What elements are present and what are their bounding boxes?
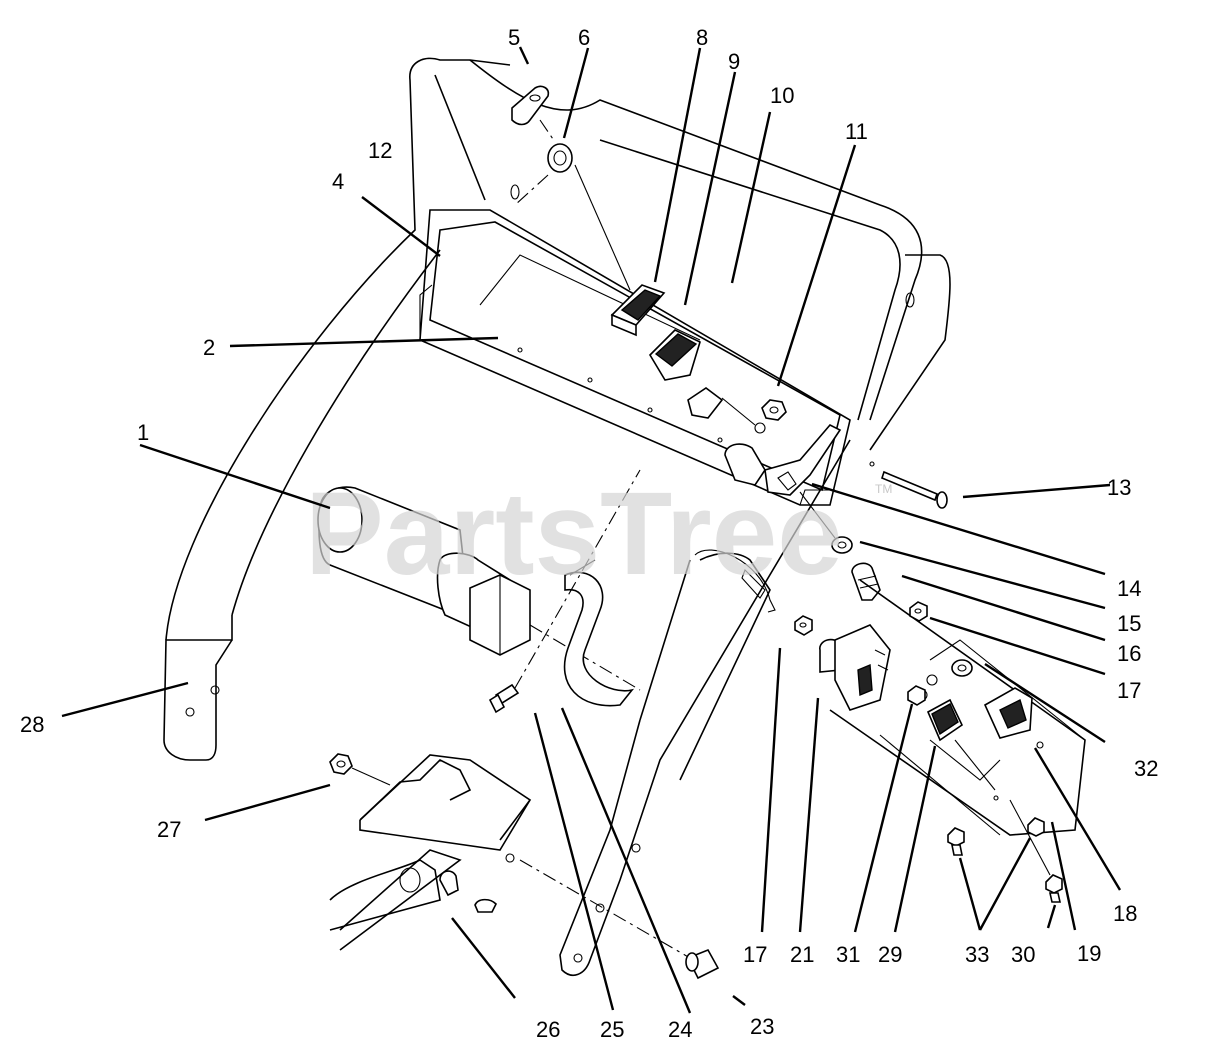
callout-30: 30	[1011, 942, 1035, 967]
panel-nut	[721, 397, 842, 496]
callout-15: 15	[1117, 611, 1141, 636]
screw	[488, 469, 641, 714]
callout-17-left: 17	[743, 942, 767, 967]
callout-16: 16	[1117, 641, 1141, 666]
watermark: PartsTree	[305, 468, 843, 600]
lower-hardware	[329, 753, 720, 980]
callout-13: 13	[1107, 475, 1131, 500]
bracket-screws	[947, 799, 1063, 903]
ignition-key	[511, 85, 631, 291]
callout-17-right: 17	[1117, 678, 1141, 703]
callout-10: 10	[770, 83, 794, 108]
callout-numbers: 1 2 4 5 6 8 9 10 11 12 13 14 15 16 17 32…	[20, 25, 1158, 1042]
callout-18: 18	[1113, 901, 1137, 926]
callout-19: 19	[1077, 941, 1101, 966]
callout-11: 11	[845, 119, 868, 144]
switch-bracket	[829, 579, 1086, 836]
callout-6: 6	[578, 25, 590, 50]
callout-33: 33	[965, 942, 989, 967]
callout-28: 28	[20, 712, 44, 737]
washer-and-plug	[799, 491, 881, 601]
callout-21: 21	[790, 942, 814, 967]
bracket-hardware	[794, 601, 973, 706]
callout-27: 27	[157, 817, 181, 842]
handle-frame	[163, 57, 951, 976]
callout-2: 2	[203, 335, 215, 360]
carriage-bolt	[869, 461, 948, 509]
starter-motor	[317, 486, 641, 691]
rocker-switches	[610, 284, 724, 419]
callout-14: 14	[1117, 576, 1141, 601]
callout-9: 9	[728, 49, 740, 74]
callout-26: 26	[536, 1017, 560, 1042]
clamp	[563, 559, 635, 707]
callout-4: 4	[332, 169, 344, 194]
callout-8: 8	[696, 25, 708, 50]
callout-1: 1	[137, 420, 149, 445]
leader-lines	[61, 46, 1122, 1014]
wire-tie	[694, 549, 776, 613]
callout-12: 12	[368, 138, 392, 163]
callout-25: 25	[600, 1017, 624, 1042]
control-panel	[419, 209, 851, 506]
callout-31: 31	[836, 942, 860, 967]
callout-23: 23	[750, 1014, 774, 1039]
watermark-trademark: TM	[875, 482, 892, 496]
solenoid-relay	[819, 624, 891, 711]
callout-5: 5	[508, 25, 520, 50]
bracket-switches	[926, 687, 1033, 801]
callout-32: 32	[1134, 756, 1158, 781]
callout-29: 29	[878, 942, 902, 967]
lower-frame	[329, 754, 691, 959]
callout-24: 24	[668, 1017, 692, 1042]
